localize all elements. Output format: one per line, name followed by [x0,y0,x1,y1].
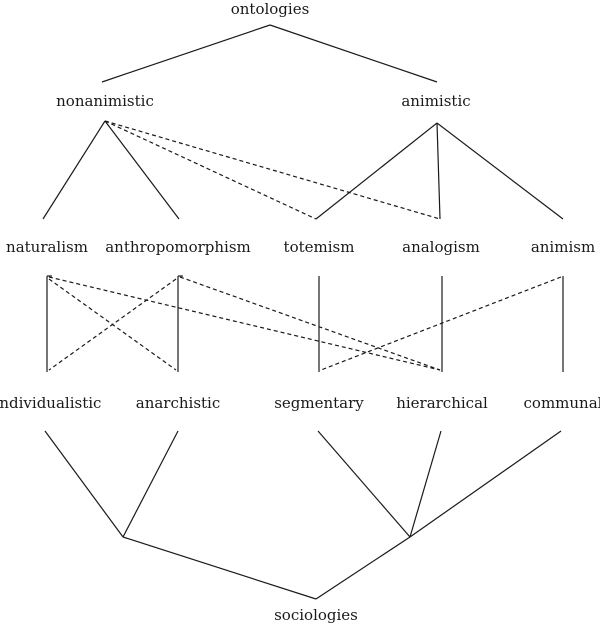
edge-animistic-totemism [315,122,438,220]
edge-nonanimistic-analogism-dashed [104,120,441,220]
label-individualistic: individualistic [0,394,101,412]
label-animistic: animistic [401,92,470,110]
label-sociologies: sociologies [274,606,358,624]
edge-anarchistic-junction [122,430,179,538]
edge-nonanimistic-totemism-dashed [104,120,317,220]
edge-animism-segmentary-dashed [320,276,562,371]
label-ontologies: ontologies [231,0,310,18]
edge-animistic-analogism [436,122,441,220]
label-anthropomorphism: anthropomorphism [105,238,251,256]
label-analogism: analogism [402,238,480,256]
edge-nonanimistic-naturalism [42,120,106,220]
edge-nonanimistic-anthropomorphism [104,120,180,220]
edge-right-junction-sociologies [315,536,411,600]
edge-anthropomorphism-hierarchical-dashed [179,276,441,371]
label-anarchistic: anarchistic [136,394,221,412]
label-naturalism: naturalism [6,238,88,256]
edge-segmentary-junction [317,430,411,538]
label-nonanimistic: nonanimistic [56,92,154,110]
edge-hierarchical-junction [409,430,442,538]
edge-left-junction-sociologies [122,536,317,600]
edge-animistic-animism [436,122,564,220]
label-segmentary: segmentary [274,394,364,412]
edge-individualistic-junction [44,430,124,538]
edge-ontologies-nonanimistic [101,24,271,83]
edge-ontologies-animistic [269,24,438,83]
label-communal: communal [524,394,600,412]
label-totemism: totemism [284,238,355,256]
label-animism: animism [531,238,595,256]
edge-naturalism-hierarchical-dashed [48,276,441,371]
label-hierarchical: hierarchical [396,394,488,412]
edge-anthropomorphism-individualistic-dashed [48,278,177,371]
edge-communal-junction [409,430,562,538]
